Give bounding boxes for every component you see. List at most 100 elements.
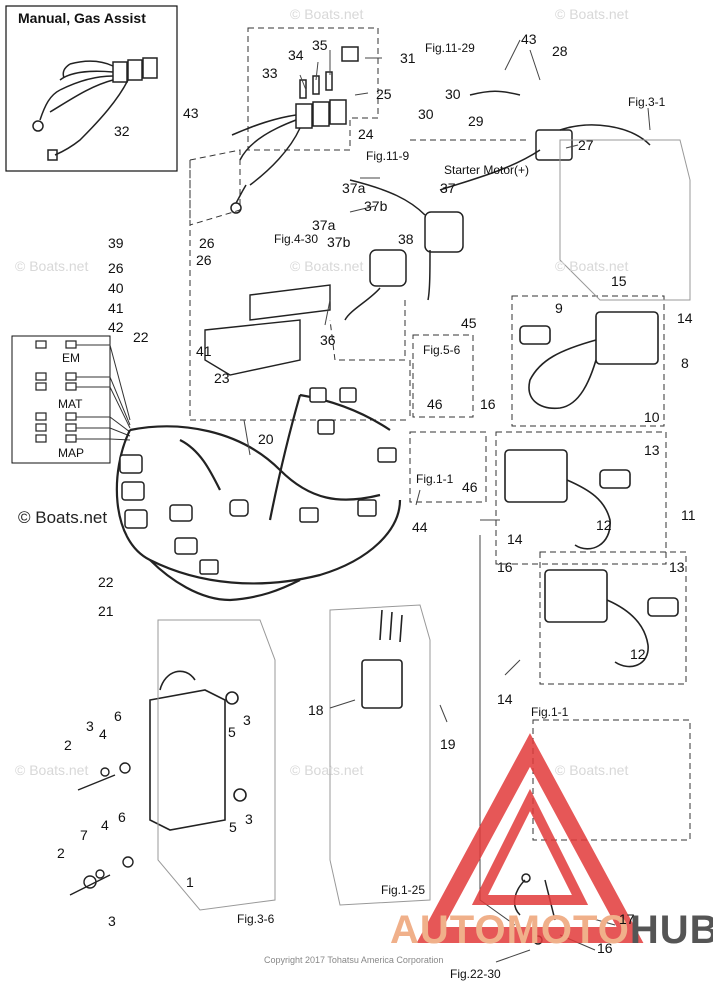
callout: 36 bbox=[320, 332, 336, 348]
callout: 13 bbox=[669, 559, 685, 575]
callout: 24 bbox=[358, 126, 374, 142]
callout: 28 bbox=[552, 43, 568, 59]
fig-1-1-inset-outline bbox=[532, 719, 691, 841]
callout: 18 bbox=[308, 702, 324, 718]
callout: 9 bbox=[555, 300, 563, 316]
callout: 45 bbox=[461, 315, 477, 331]
watermark: © Boats.net bbox=[15, 258, 89, 274]
callout: 4 bbox=[99, 726, 107, 742]
callout: 26 bbox=[196, 252, 212, 268]
fig-ref: Fig.1-25 bbox=[381, 883, 426, 897]
inset-title: Manual, Gas Assist bbox=[18, 10, 146, 26]
callout: 27 bbox=[578, 137, 594, 153]
callout: 1 bbox=[186, 874, 194, 890]
callout: 43 bbox=[183, 105, 199, 121]
callout: 19 bbox=[440, 736, 456, 752]
relay-block bbox=[295, 46, 359, 129]
fig-ref: Fig.5-6 bbox=[423, 343, 461, 357]
callout: 16 bbox=[597, 940, 613, 956]
sensor-box-45 bbox=[412, 334, 474, 418]
fig-ref: Fig.1-1 bbox=[416, 472, 454, 486]
callout: 22 bbox=[133, 329, 149, 345]
callout: 37 bbox=[440, 180, 456, 196]
leader-lines bbox=[243, 39, 651, 963]
coil-box-11b bbox=[539, 551, 687, 685]
callout: 25 bbox=[376, 86, 392, 102]
fig-ref: Fig.3-1 bbox=[628, 95, 666, 109]
ignition-coil-9 bbox=[519, 311, 659, 409]
callout: 2 bbox=[64, 737, 72, 753]
callout: 35 bbox=[312, 37, 328, 53]
cables bbox=[344, 90, 651, 321]
callout: 43 bbox=[521, 31, 537, 47]
main-harness bbox=[115, 393, 402, 602]
callout: 37b bbox=[364, 198, 388, 214]
watermark: © Boats.net bbox=[555, 762, 629, 778]
sensor-leads bbox=[76, 344, 131, 441]
watermark: © Boats.net bbox=[290, 762, 364, 778]
callout: 17 bbox=[619, 911, 635, 927]
callout: 39 bbox=[108, 235, 124, 251]
callout: 21 bbox=[98, 603, 114, 619]
gas-assist-relay-harness-drawing bbox=[32, 57, 158, 161]
callout: 14 bbox=[497, 691, 513, 707]
callout: 31 bbox=[400, 50, 416, 66]
main-assembly-outline bbox=[189, 139, 530, 421]
starter-solenoid-outline bbox=[189, 149, 241, 226]
callout: 12 bbox=[596, 517, 612, 533]
callout: 6 bbox=[114, 708, 122, 724]
callout: 11 bbox=[681, 507, 696, 523]
callout: 46 bbox=[462, 479, 478, 495]
fig-ref: Fig.3-6 bbox=[237, 912, 275, 926]
callout: 34 bbox=[288, 47, 304, 63]
sensor-bracket bbox=[11, 335, 111, 464]
callout: 14 bbox=[507, 531, 523, 547]
harness-connectors bbox=[119, 387, 397, 575]
rectifier bbox=[361, 609, 403, 709]
watermark-large: © Boats.net bbox=[18, 508, 108, 527]
callout: 38 bbox=[398, 231, 414, 247]
coil-box-11a bbox=[495, 431, 667, 565]
callout: 33 bbox=[262, 65, 278, 81]
callout: 30 bbox=[445, 86, 461, 102]
callout: 37a bbox=[312, 217, 336, 233]
callout: 26 bbox=[199, 235, 215, 251]
callout: 5 bbox=[229, 819, 237, 835]
brand-part1: AUTOMOTO bbox=[390, 908, 630, 952]
label-map: MAP bbox=[58, 446, 85, 460]
callout: 3 bbox=[243, 712, 251, 728]
ecu-module bbox=[149, 670, 247, 831]
callout: 41 bbox=[196, 343, 212, 359]
ignition-coil-12a bbox=[504, 449, 631, 550]
fig-ref: Fig.22-30 bbox=[450, 967, 501, 981]
callout: 12 bbox=[630, 646, 646, 662]
fig-ref: Fig.4-30 bbox=[274, 232, 319, 246]
callout: 7 bbox=[80, 827, 88, 843]
bracket bbox=[204, 284, 331, 376]
callout: 3 bbox=[245, 811, 253, 827]
bolts-left bbox=[69, 762, 134, 896]
callout: 20 bbox=[258, 431, 274, 447]
engine-outlines bbox=[157, 139, 691, 911]
callout: 44 bbox=[412, 519, 428, 535]
callout: 30 bbox=[418, 106, 434, 122]
watermark: © Boats.net bbox=[290, 6, 364, 22]
callout: 26 bbox=[108, 260, 124, 276]
callout: 16 bbox=[480, 396, 496, 412]
starter-solenoid bbox=[369, 129, 573, 287]
brand-part2: HUB bbox=[629, 908, 713, 952]
callout: 46 bbox=[427, 396, 443, 412]
callout: 2 bbox=[57, 845, 65, 861]
callout: 41 bbox=[108, 300, 124, 316]
watermark: © Boats.net bbox=[555, 6, 629, 22]
callout: 37b bbox=[327, 234, 351, 250]
watermark: © Boats.net bbox=[555, 258, 629, 274]
watermark: © Boats.net bbox=[290, 258, 364, 274]
callout: 8 bbox=[681, 355, 689, 371]
callout: 40 bbox=[108, 280, 124, 296]
brand-wordmark: AUTOMOTOHUB bbox=[390, 908, 713, 953]
callout: 22 bbox=[98, 574, 114, 590]
relay-box-outline bbox=[247, 27, 379, 151]
callout: 14 bbox=[677, 310, 693, 326]
